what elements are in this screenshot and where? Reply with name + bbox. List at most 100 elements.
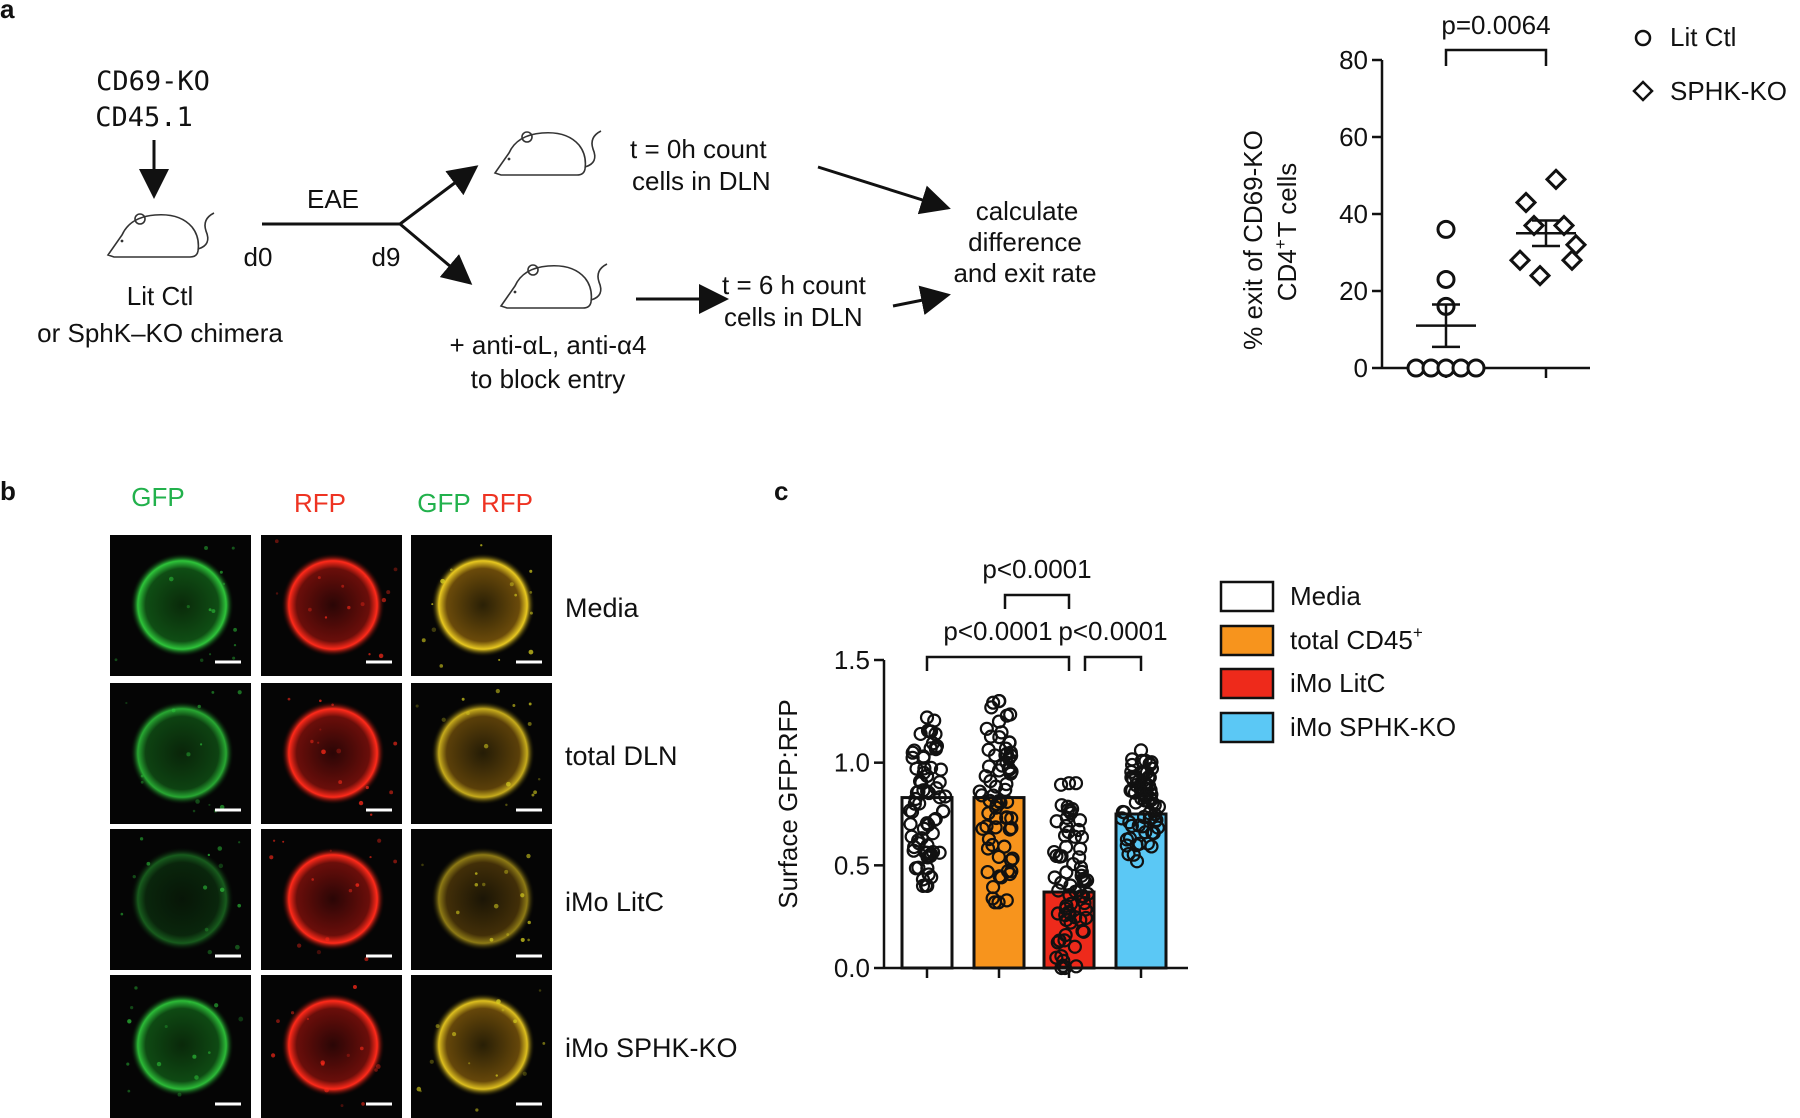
y-tick-label: 1.0 — [834, 748, 870, 778]
data-point-sphk-ko — [1508, 249, 1532, 272]
speckle — [164, 1024, 168, 1029]
y-tick-label: 1.5 — [834, 645, 870, 675]
data-point — [987, 748, 1003, 763]
column-header-rfp: RFP — [294, 488, 346, 518]
speckle — [204, 927, 209, 932]
comparison-p-value: p<0.0001 — [1058, 616, 1167, 646]
speckle — [421, 638, 426, 643]
legend-swatch — [1219, 580, 1275, 613]
speckle — [474, 872, 478, 875]
speckle — [316, 950, 322, 955]
speckle — [377, 838, 382, 843]
speckle — [276, 1019, 280, 1023]
speckle — [120, 912, 124, 916]
data-point — [919, 768, 935, 784]
speckle — [364, 957, 369, 962]
speckle — [480, 544, 483, 547]
speckle — [431, 627, 437, 632]
speckle — [127, 1089, 131, 1093]
data-point — [1047, 870, 1062, 885]
data-point — [995, 758, 1010, 773]
speckle — [361, 1102, 365, 1106]
speckle — [287, 697, 291, 701]
speckle — [520, 893, 525, 898]
data-point — [1119, 838, 1134, 853]
speckle — [194, 1075, 199, 1080]
data-point — [1053, 777, 1069, 792]
legend-label: Media — [1290, 581, 1361, 611]
speckle — [483, 743, 489, 749]
speckle — [368, 653, 371, 656]
speckle — [310, 739, 314, 744]
data-point — [1057, 933, 1072, 948]
speckle — [156, 1061, 162, 1067]
speckle — [311, 878, 314, 881]
y-axis-label-line2: CD4+T cells — [1271, 163, 1302, 302]
speckle — [139, 837, 144, 841]
data-point — [972, 784, 987, 799]
speckle — [365, 785, 369, 790]
speckle — [528, 702, 532, 706]
speckle — [192, 1054, 197, 1059]
column-header-gfp: GFP — [131, 482, 184, 512]
speckle — [455, 910, 460, 915]
data-point — [905, 745, 920, 760]
legend-label-sphk-ko: SPHK-KO — [1670, 76, 1787, 106]
speckle — [375, 1064, 381, 1069]
y-tick-label: 80 — [1339, 45, 1368, 75]
data-point-sphk-ko — [1514, 191, 1538, 214]
speckle — [389, 790, 394, 795]
speckle — [340, 1104, 344, 1108]
data-point — [1005, 851, 1020, 866]
data-point — [909, 785, 925, 800]
data-point — [989, 797, 1004, 812]
data-point-sphk-ko — [1544, 168, 1568, 191]
speckle — [347, 605, 351, 610]
data-point — [1067, 939, 1082, 954]
cell-signal — [281, 701, 385, 805]
speckle — [466, 711, 470, 716]
comparison-bracket — [925, 655, 1071, 671]
data-point — [938, 789, 953, 804]
legend-swatch — [1219, 667, 1275, 700]
speckle — [435, 1024, 440, 1029]
speckle — [439, 664, 444, 668]
data-point — [1129, 854, 1145, 869]
speckle — [329, 849, 332, 852]
data-point — [1141, 770, 1156, 785]
speckle — [202, 885, 208, 890]
legend-swatch — [1219, 624, 1275, 657]
cell-signal — [130, 553, 234, 657]
y-tick-label: 0 — [1354, 353, 1368, 383]
row-label: iMo LitC — [565, 887, 664, 917]
speckle — [393, 859, 398, 864]
column-header-merge-rfp: RFP — [481, 488, 533, 518]
donor-label-line2: CD45.1 — [95, 102, 193, 133]
speckle — [208, 608, 212, 612]
comparison-bracket — [1003, 593, 1071, 609]
data-point — [1001, 760, 1016, 776]
speckle — [475, 1108, 479, 1112]
cell-signal — [431, 701, 535, 805]
data-point — [1068, 776, 1084, 791]
data-point — [1125, 757, 1140, 773]
data-point — [1150, 820, 1165, 835]
block-label-line1: + anti-αL, anti-α4 — [450, 330, 647, 360]
speckle — [431, 603, 434, 606]
data-point — [936, 804, 951, 819]
panel-label-a: a — [0, 0, 15, 24]
speckle — [127, 1019, 132, 1024]
speckle — [529, 569, 533, 573]
speckle — [317, 576, 321, 580]
speckle — [238, 1016, 244, 1022]
data-point — [986, 879, 1001, 895]
speckle — [346, 1053, 350, 1057]
speckle — [369, 813, 373, 816]
speckle — [238, 841, 241, 844]
speckle — [306, 1017, 310, 1021]
data-point — [932, 775, 947, 790]
speckle — [506, 781, 511, 787]
data-point — [923, 760, 939, 775]
